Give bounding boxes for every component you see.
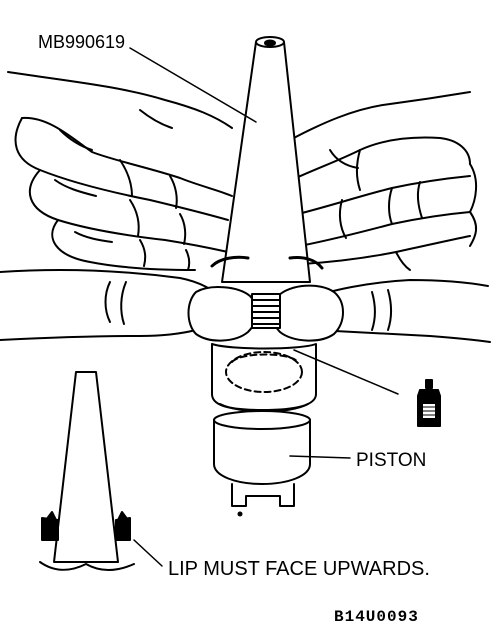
tool-label: MB990619 (38, 32, 126, 52)
tool-mb990619 (221, 36, 311, 283)
piston-body (211, 343, 317, 413)
piston-seal (210, 255, 324, 329)
left-hand (0, 71, 233, 341)
piston-leader (289, 455, 351, 459)
tool-leader (129, 47, 257, 123)
grease-leader (293, 349, 399, 395)
piston-label: PISTON (356, 450, 427, 471)
right-hand (289, 91, 491, 343)
lip-detail-inset (39, 371, 135, 571)
figure-code: B14U0093 (334, 608, 419, 626)
grease-tube-icon (417, 379, 441, 427)
right-thumb (271, 284, 344, 342)
lip-leader (133, 539, 163, 567)
piston (213, 410, 311, 517)
lip-note-label: LIP MUST FACE UPWARDS. (168, 558, 430, 580)
left-thumb (187, 286, 258, 342)
